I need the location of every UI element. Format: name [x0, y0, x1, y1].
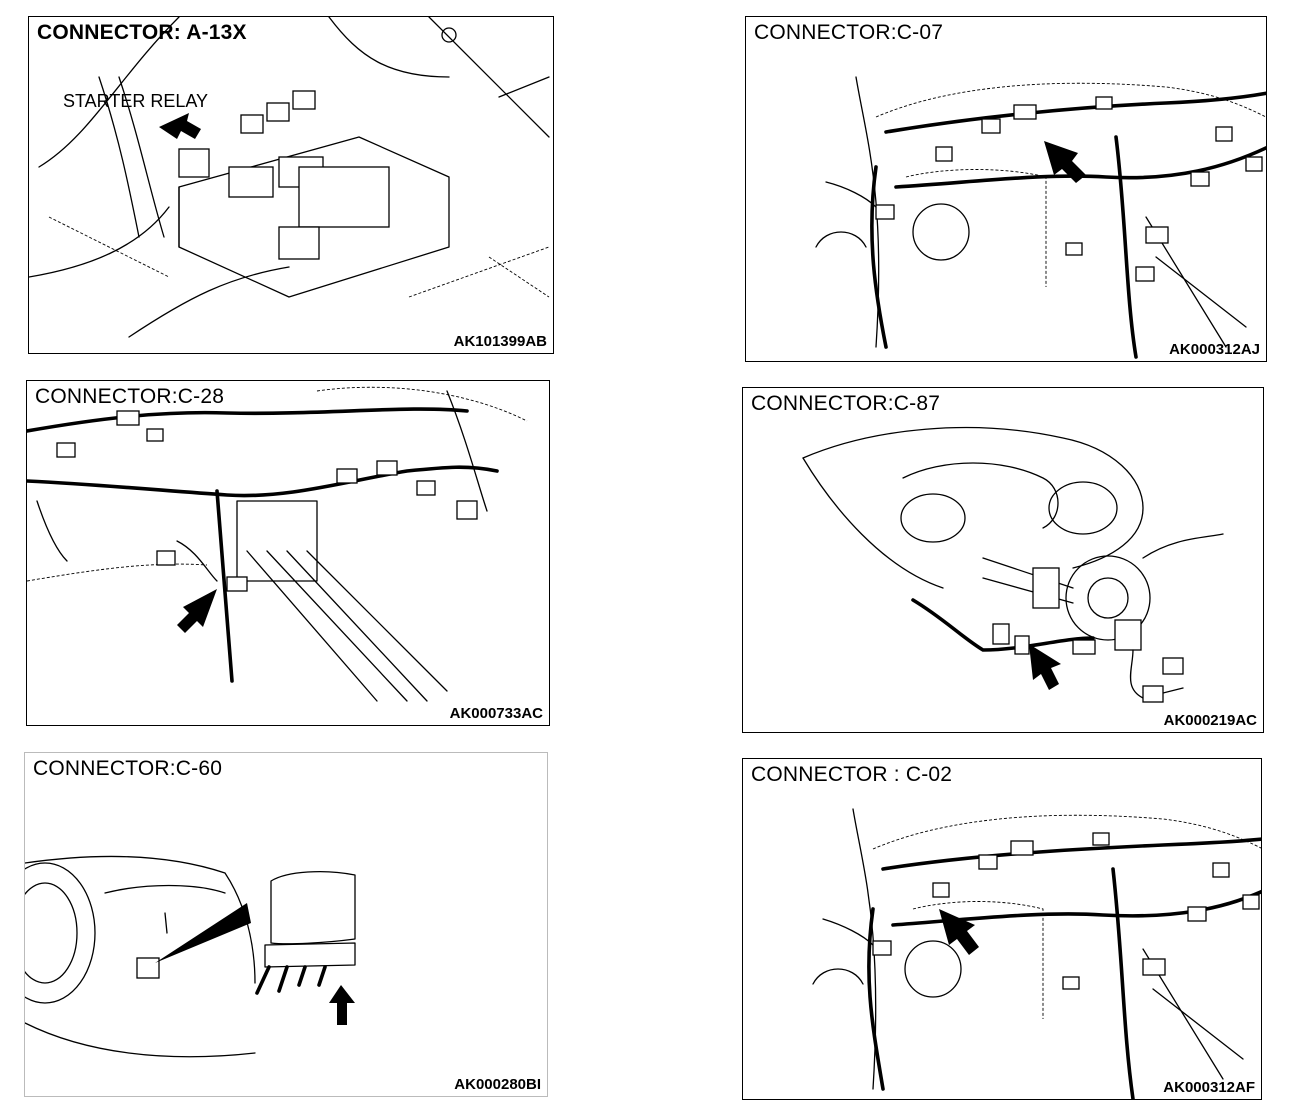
panel-connector-a-13x: CONNECTOR: A-13X STARTER RELAY AK101399A…	[28, 16, 554, 354]
panel-title: CONNECTOR:C-87	[751, 392, 941, 415]
starter-relay-label: STARTER RELAY	[63, 91, 209, 111]
panel-connector-c-02: CONNECTOR : C-02 AK000312AF	[742, 758, 1262, 1100]
panel-connector-c-28: CONNECTOR:C-28 AK000733AC	[26, 380, 550, 726]
panel-connector-c-87: CONNECTOR:C-87 AK000219AC	[742, 387, 1264, 733]
panel-connector-c-60: CONNECTOR:C-60 AK000280BI	[24, 752, 548, 1097]
figure-code: AK000733AC	[449, 705, 543, 722]
engine-bay-illustration	[29, 17, 550, 338]
figure-code: AK000312AJ	[1169, 341, 1260, 358]
control-unit-illustration	[25, 855, 356, 1058]
panel-title: CONNECTOR : C-02	[751, 763, 953, 786]
dashboard-harness-illustration	[27, 386, 528, 702]
figure-code: AK000280BI	[454, 1076, 541, 1093]
panel-title: CONNECTOR:C-60	[33, 757, 223, 780]
panel-connector-c-07: CONNECTOR:C-07 AK000312AJ	[745, 16, 1267, 362]
figure-code: AK000219AC	[1163, 712, 1257, 729]
steering-column-illustration	[802, 426, 1224, 703]
panel-title: CONNECTOR:C-28	[35, 385, 225, 408]
dashboard-harness-illustration	[815, 76, 1266, 359]
dashboard-harness-illustration	[812, 808, 1261, 1099]
panel-title: CONNECTOR:C-07	[754, 21, 944, 44]
figure-code: AK101399AB	[453, 333, 547, 350]
panel-title: CONNECTOR: A-13X	[37, 21, 247, 44]
figure-code: AK000312AF	[1163, 1079, 1255, 1096]
